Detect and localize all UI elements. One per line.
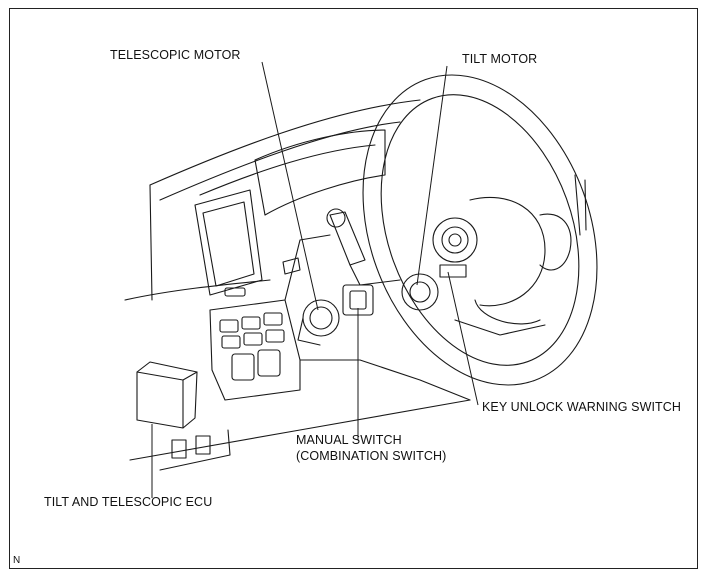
telescopic-motor-body — [302, 299, 340, 337]
console-button — [265, 329, 285, 343]
corner-code: N — [13, 555, 21, 566]
label-key-unlock-warning-switch: KEY UNLOCK WARNING SWITCH — [482, 400, 682, 414]
label-tilt-motor: TILT MOTOR — [462, 52, 538, 66]
console-button — [263, 312, 283, 326]
tilt-motor-leader — [416, 65, 448, 286]
tilt-motor-body — [401, 273, 439, 311]
key-unlock-warning-switch-body — [439, 264, 467, 278]
dashboard-lower-edge — [124, 279, 271, 301]
diagram-frame — [9, 8, 698, 569]
tilt-telescopic-ecu-body — [136, 361, 198, 429]
dashboard-top-outline — [149, 99, 421, 186]
label-telescopic-motor: TELESCOPIC MOTOR — [110, 48, 241, 62]
center-display-inner — [202, 201, 255, 287]
console-button — [219, 319, 239, 333]
center-display-outer — [194, 189, 263, 296]
ignition-key-cylinder — [432, 217, 478, 263]
lower-panel-slot — [171, 439, 187, 459]
steering-wheel-rim — [362, 74, 598, 386]
label-combination-switch: (COMBINATION SWITCH) — [296, 449, 447, 463]
dashboard-top-outline-inner — [159, 121, 401, 201]
console-knob-box — [231, 353, 255, 381]
steering-wheel-hub — [469, 196, 546, 307]
display-button — [224, 287, 246, 297]
steering-column — [329, 211, 366, 266]
telescopic-motor-leader — [261, 61, 319, 311]
dashboard-hood — [199, 144, 376, 196]
lower-panel-slot — [195, 435, 211, 455]
console-panel — [209, 299, 301, 401]
console-button — [221, 335, 241, 349]
instrument-cluster — [254, 129, 386, 216]
console-button — [241, 316, 261, 330]
key-unlock-warning-switch-leader — [447, 271, 479, 406]
label-manual-switch: MANUAL SWITCH — [296, 433, 402, 447]
console-button — [243, 332, 263, 346]
console-knob-box — [257, 349, 281, 377]
label-tilt-telescopic-ecu: TILT AND TELESCOPIC ECU — [44, 495, 213, 509]
